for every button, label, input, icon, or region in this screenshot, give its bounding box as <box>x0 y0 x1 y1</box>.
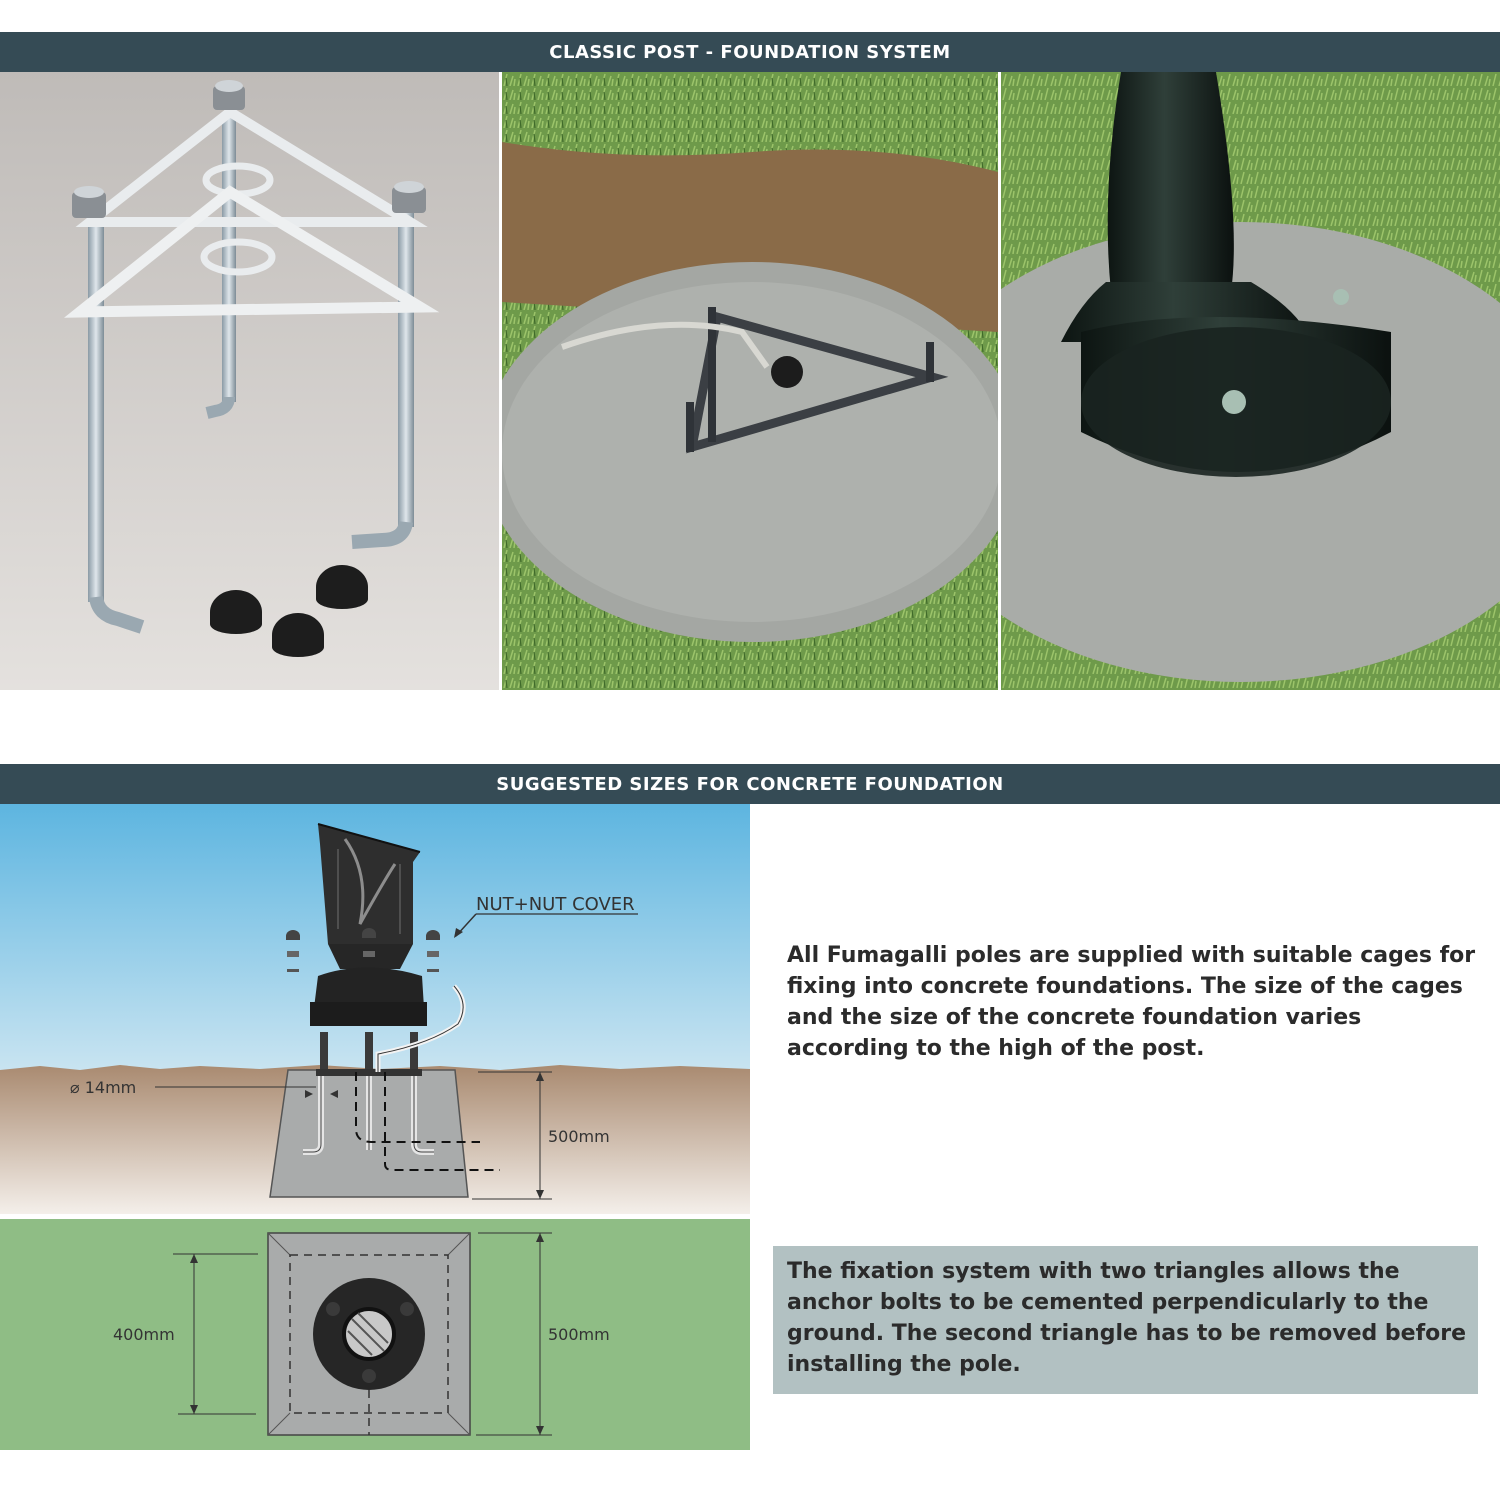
bolt-diameter-label: ⌀ 14mm <box>70 1078 136 1097</box>
section-title: CLASSIC POST - FOUNDATION SYSTEM <box>549 41 951 63</box>
width-400-label: 400mm <box>113 1325 175 1344</box>
nut-cover-label: NUT+NUT COVER <box>476 894 635 915</box>
photo-cage-in-concrete <box>502 72 998 690</box>
nut-parts <box>286 928 440 972</box>
width-500-label: 500mm <box>548 1325 610 1344</box>
section-title: SUGGESTED SIZES FOR CONCRETE FOUNDATION <box>496 773 1004 795</box>
foundation-diagram: NUT+NUT COVER ⌀ 14mm 500mm 400mm <box>0 804 750 1450</box>
section-banner-suggested-sizes: SUGGESTED SIZES FOR CONCRETE FOUNDATION <box>0 764 1500 804</box>
intro-paragraph: All Fumagalli poles are supplied with su… <box>787 943 1476 1061</box>
photo-anchor-cage <box>0 72 499 690</box>
section-banner-foundation-system: CLASSIC POST - FOUNDATION SYSTEM <box>0 32 1500 72</box>
fixation-info-box: The fixation system with two triangles a… <box>773 1246 1478 1394</box>
nut-cover-caps <box>210 565 368 657</box>
depth-dimension-label: 500mm <box>548 1127 610 1146</box>
fixation-paragraph: The fixation system with two triangles a… <box>787 1259 1467 1377</box>
photo-installed-post-base <box>1001 72 1500 690</box>
